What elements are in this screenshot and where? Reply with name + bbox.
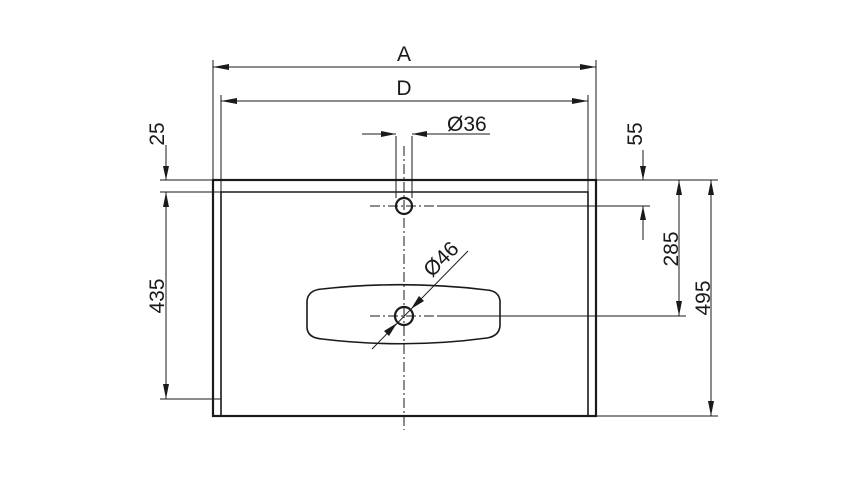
dimension-tap-diameter	[362, 131, 490, 137]
dimension-a-label: A	[397, 43, 411, 66]
dimension-a	[212, 60, 597, 180]
dimension-tap-diameter-label: Ø36	[447, 113, 487, 136]
dimension-tap-offset-label: 55	[624, 122, 647, 145]
dimension-drain-diameter	[371, 250, 469, 350]
dimension-overall-depth-label: 495	[692, 280, 715, 315]
dimension-d-label: D	[396, 77, 411, 100]
dimension-rim-thickness	[160, 145, 221, 193]
dimension-drain-back	[676, 180, 682, 316]
dimension-d	[220, 95, 589, 192]
dimension-tap-offset	[640, 150, 646, 240]
dimension-drain-back-label: 285	[660, 231, 683, 266]
dimension-drain-front	[160, 192, 221, 400]
dimension-drain-front-label: 435	[146, 278, 169, 313]
dimension-drain-diameter-label: Ø46	[419, 237, 463, 281]
dimension-rim-thickness-label: 25	[146, 122, 169, 145]
basin-bowl	[306, 283, 501, 345]
dimension-overall-depth	[708, 180, 714, 416]
